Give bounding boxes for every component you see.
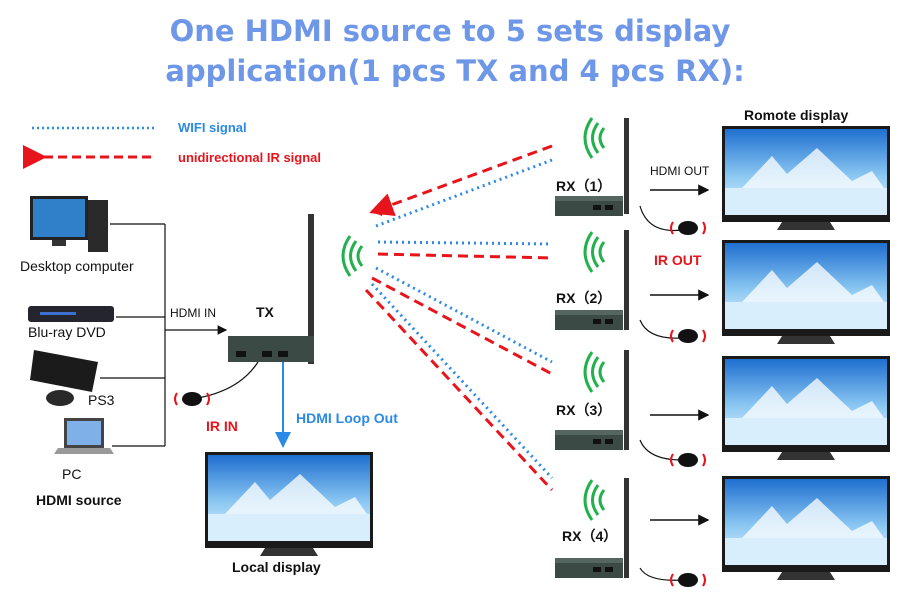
hdmi-in-label: HDMI IN xyxy=(170,306,216,320)
source-bus-lines xyxy=(100,223,166,447)
ir-in-cable xyxy=(197,361,259,399)
tx-device xyxy=(228,214,314,364)
rx-label-3: RX（3） xyxy=(556,402,612,418)
ir-in-receiver-icon xyxy=(174,391,210,407)
ps3-console-icon xyxy=(30,350,98,406)
ir-in-label: IR IN xyxy=(206,418,238,434)
ps3-label: PS3 xyxy=(88,392,115,408)
pc-label: PC xyxy=(62,466,82,482)
rx-label-4: RX（4） xyxy=(562,528,618,544)
hdmi-out-arrows xyxy=(650,184,710,526)
remote-display-tv-3 xyxy=(722,356,890,460)
hdmi-out-label: HDMI OUT xyxy=(650,164,710,178)
rx-unit-4 xyxy=(555,478,629,578)
local-display-label: Local display xyxy=(232,559,321,575)
tx-label: TX xyxy=(256,304,274,320)
title-line-2: application(1 pcs TX and 4 pcs RX): xyxy=(165,54,745,88)
bluray-player-icon xyxy=(28,306,114,322)
remote-display-tv-1 xyxy=(722,126,890,230)
laptop-pc-icon xyxy=(54,418,114,454)
tx-antenna-waves-icon xyxy=(341,234,364,278)
remote-display-tv-4 xyxy=(722,476,890,580)
rx-unit-3 xyxy=(555,350,629,450)
rx-unit-1 xyxy=(555,116,629,216)
title-line-1: One HDMI source to 5 sets display xyxy=(169,14,731,48)
desktop-computer-icon xyxy=(30,196,108,252)
legend-ir-label: unidirectional IR signal xyxy=(178,150,322,165)
ir-out-label: IR OUT xyxy=(654,252,702,268)
desktop-computer-label: Desktop computer xyxy=(20,258,134,274)
ir-out-receiver-icon-2 xyxy=(670,328,706,344)
remote-display-label: Romote display xyxy=(744,107,849,123)
ir-arrowhead-icon xyxy=(372,204,386,216)
rx-unit-2 xyxy=(555,230,629,330)
signal-lines xyxy=(364,144,554,492)
hdmi-loop-out-label: HDMI Loop Out xyxy=(296,410,398,426)
remote-display-tv-2 xyxy=(722,240,890,344)
local-display-tv xyxy=(205,452,373,556)
legend-wifi-label: WIFI signal xyxy=(178,120,247,135)
ir-out-cables xyxy=(639,205,683,581)
ir-out-receiver-icon-1 xyxy=(670,220,706,236)
bluray-label: Blu-ray DVD xyxy=(28,324,106,340)
rx-label-2: RX（2） xyxy=(556,290,612,306)
hdmi-source-label: HDMI source xyxy=(36,492,122,508)
rx-label-1: RX（1） xyxy=(556,178,612,194)
